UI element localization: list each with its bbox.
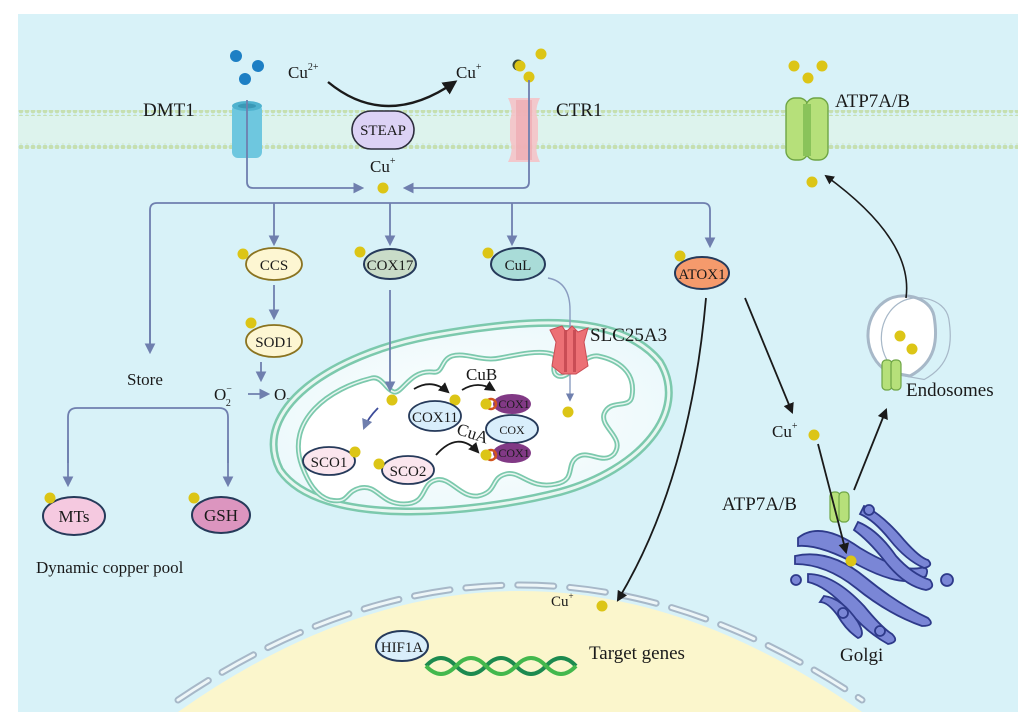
cu1-label-outside: Cu+ — [456, 62, 482, 82]
slc25a3-label: SLC25A3 — [590, 325, 667, 346]
copper-ions-exported — [788, 60, 828, 84]
golgi-copper — [845, 555, 857, 567]
sco1-protein — [302, 446, 356, 476]
golgi-bound-copper — [808, 429, 820, 441]
nuclear-copper — [596, 600, 608, 612]
gsh-glutathione — [191, 496, 251, 534]
endosome — [866, 294, 951, 391]
cub-transfer-arrow — [461, 380, 496, 392]
mito-matrix-copper — [562, 406, 574, 418]
hif1a-factor — [375, 630, 429, 662]
mito-copper-1 — [386, 394, 398, 406]
iron-ions — [230, 50, 264, 85]
cox1-top-label: COX1 — [498, 397, 529, 411]
cu2-label: Cu2+ — [288, 62, 319, 82]
atp7ab-golgi-label: ATP7A/B — [722, 494, 797, 515]
cul-ligand — [490, 247, 546, 281]
atox1-chaperone — [674, 256, 730, 290]
cox17-copper — [354, 246, 366, 258]
cub-label: CuB — [466, 365, 497, 384]
endosome-to-membrane-arrow — [824, 174, 908, 299]
steap-label: STEAP — [360, 123, 406, 139]
ctr1-label: CTR1 — [556, 100, 602, 121]
gsh-label: GSH — [204, 506, 238, 525]
dmt1-label: DMT1 — [143, 100, 195, 121]
cox11-chaperone — [408, 400, 462, 432]
sco1-copper — [349, 446, 361, 458]
atp7ab-golgi-pump — [829, 491, 850, 523]
ctr1-import-arrow — [402, 80, 530, 194]
cox-label: COX — [499, 423, 525, 437]
sco2-label: SCO2 — [390, 464, 427, 480]
store-label: Store — [127, 370, 163, 389]
cox17-label: COX17 — [367, 258, 414, 274]
cua-transfer-arrow — [435, 440, 480, 456]
golgi-label: Golgi — [840, 645, 883, 666]
pre-export-copper — [806, 176, 818, 188]
atp7ab-membrane-pump — [785, 97, 829, 161]
sco1-label: SCO1 — [311, 455, 348, 471]
atox1-copper — [674, 250, 686, 262]
cu1-label-cytosol: Cu+ — [370, 156, 396, 176]
golgi-to-endosome-arrow — [853, 407, 888, 491]
atox1-label: ATOX1 — [678, 267, 725, 283]
cox-complex — [480, 394, 539, 463]
cul-label: CuL — [505, 258, 532, 274]
mito-copper-2 — [449, 394, 461, 406]
slc25a3-transporter — [549, 325, 589, 375]
mito-to-sco-arrow — [362, 407, 379, 431]
mts-copper — [44, 492, 56, 504]
dynamic-copper-pool-label: Dynamic copper pool — [36, 558, 184, 577]
superoxide-label: O−2 — [214, 384, 232, 409]
sco2-protein — [381, 455, 435, 485]
steap-enzyme — [351, 110, 415, 150]
mts-metallothioneins — [42, 496, 106, 536]
cu1-label-golgi: Cu+ — [772, 421, 798, 441]
cu-into-golgi-arrow — [817, 443, 850, 555]
dmt1-import-arrow — [246, 100, 365, 194]
hif1a-label: HIF1A — [381, 640, 424, 656]
target-genes-label: Target genes — [589, 643, 685, 664]
cox17-chaperone — [363, 248, 417, 280]
mts-label: MTs — [59, 507, 90, 526]
copper-ions-ctr1 — [512, 48, 547, 83]
cox11-label: COX11 — [412, 410, 458, 426]
cox1-bottom-label: COX1 — [498, 446, 529, 460]
sod1-label: SOD1 — [255, 335, 293, 351]
nucleus-cu1-label: Cu+ — [551, 591, 574, 610]
cul-to-slc25a3-line — [547, 277, 575, 402]
sod1-enzyme — [245, 324, 303, 358]
atp7ab-membrane-label: ATP7A/B — [835, 91, 910, 112]
sod1-copper — [245, 317, 257, 329]
endosomes-label: Endosomes — [906, 380, 994, 401]
ccs-label: CCS — [260, 258, 288, 274]
ccs-chaperone — [245, 247, 303, 281]
dna-helix-icon — [424, 656, 578, 676]
distribution-line — [149, 202, 716, 350]
atox1-to-nucleus-arrow — [616, 297, 707, 602]
gsh-copper — [188, 492, 200, 504]
sco2-copper — [373, 458, 385, 470]
nucleus — [174, 581, 866, 712]
ctr1-transporter — [508, 98, 540, 162]
store-branch-arrows — [67, 407, 229, 463]
steap-reduction-arrow — [327, 80, 458, 108]
cytosolic-copper-ion — [377, 182, 389, 194]
ccs-copper — [237, 248, 249, 260]
cul-copper — [482, 247, 494, 259]
atox1-to-cu-arrow — [744, 297, 794, 414]
to-cox11-arrow — [413, 382, 450, 394]
golgi-apparatus — [790, 504, 954, 645]
